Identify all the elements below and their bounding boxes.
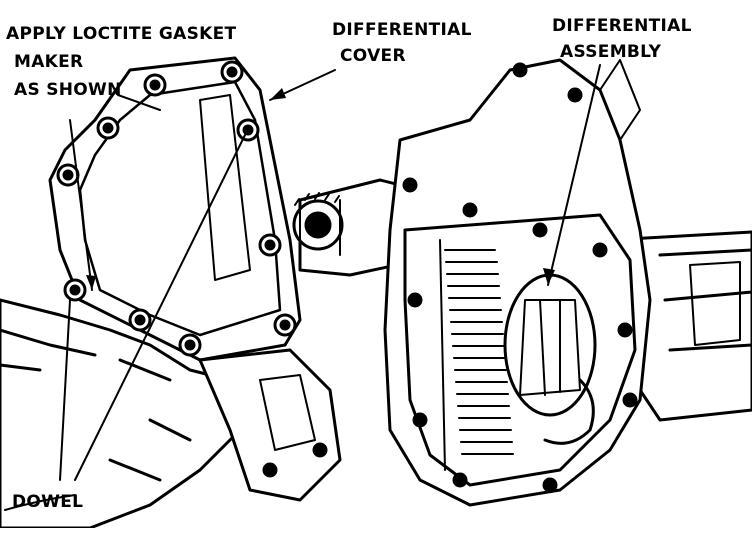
arrowheads <box>86 88 555 290</box>
leader-lines <box>59 64 601 481</box>
loctite-label-line3: AS SHOWN <box>14 80 122 100</box>
differential-assembly <box>383 58 652 507</box>
cover-label-line1: DIFFERENTIAL <box>332 20 472 40</box>
dowel-label: DOWEL <box>12 492 84 512</box>
assembly-label-line1: DIFFERENTIAL <box>552 16 692 36</box>
lower-case <box>198 348 342 502</box>
assembly-label-line2: ASSEMBLY <box>560 42 662 62</box>
cover-label-line2: COVER <box>340 46 406 66</box>
loctite-label-line1: APPLY LOCTITE GASKET <box>6 24 237 44</box>
loctite-label-line2: MAKER <box>14 52 84 72</box>
differential-cover <box>48 56 302 362</box>
